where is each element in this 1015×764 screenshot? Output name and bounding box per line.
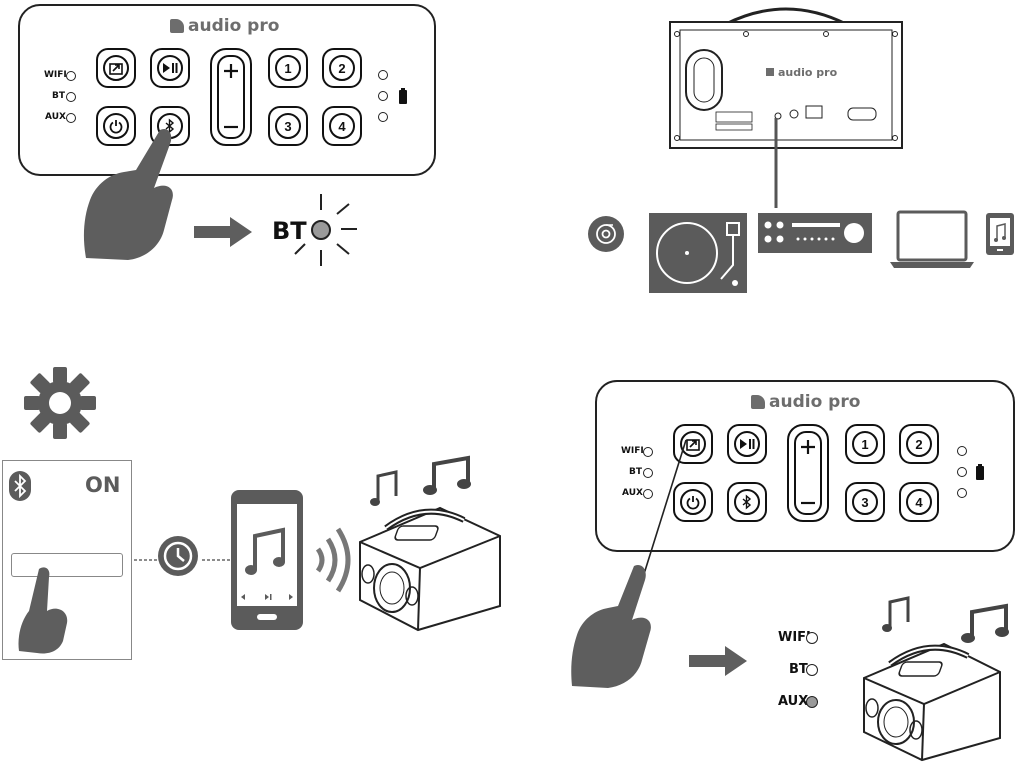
preset-2-button[interactable]: 2 xyxy=(899,424,939,464)
speaker-illustration xyxy=(858,632,1008,760)
battery-icon xyxy=(398,88,408,104)
aux-cable xyxy=(774,118,778,208)
smartphone-music-icon xyxy=(231,490,303,630)
bt-led-blinking-icon xyxy=(283,192,363,272)
laptop-icon xyxy=(888,210,976,270)
plus-icon xyxy=(800,439,816,455)
preset-4-button[interactable]: 4 xyxy=(899,482,939,522)
brand-logo: audio pro xyxy=(170,16,279,36)
brand-logo: audio pro xyxy=(751,392,860,412)
brand-mark-icon xyxy=(751,395,765,409)
wireless-waves-icon xyxy=(310,525,354,595)
play-pause-button[interactable] xyxy=(150,48,190,88)
bluetooth-state-label: ON xyxy=(85,473,120,497)
minus-icon xyxy=(223,125,239,129)
speaker-back-illustration: audio pro xyxy=(666,0,906,160)
play-pause-icon xyxy=(739,438,755,450)
arrow-right-icon xyxy=(689,644,749,678)
bt-led xyxy=(66,92,76,102)
amplifier-icon xyxy=(758,213,872,253)
aux-indicator-led-active xyxy=(806,696,818,708)
bluetooth-icon xyxy=(9,471,31,501)
bt-led-label: BT xyxy=(52,91,65,101)
speaker-illustration xyxy=(354,496,504,632)
status-led-3 xyxy=(957,488,967,498)
brand-name: audio pro xyxy=(769,392,860,412)
share-icon xyxy=(109,61,123,75)
clock-icon xyxy=(156,534,200,578)
preset-3-button[interactable]: 3 xyxy=(845,482,885,522)
chromecast-icon xyxy=(586,214,626,254)
hand-pointer-icon xyxy=(568,562,658,692)
phone-settings-screen: ON xyxy=(2,460,132,660)
status-led-1 xyxy=(378,70,388,80)
volume-control[interactable] xyxy=(787,424,829,522)
volume-control[interactable] xyxy=(210,48,252,146)
preset-4-button[interactable]: 4 xyxy=(322,106,362,146)
preset-1-button[interactable]: 1 xyxy=(268,48,308,88)
wifi-led-label: WIFI xyxy=(44,70,67,80)
aux-led xyxy=(66,113,76,123)
bt-indicator-led xyxy=(806,664,818,676)
status-led-3 xyxy=(378,112,388,122)
bluetooth-button[interactable] xyxy=(727,482,767,522)
status-led-2 xyxy=(957,467,967,477)
play-pause-button[interactable] xyxy=(727,424,767,464)
music-note-icon xyxy=(878,596,918,636)
status-led-2 xyxy=(378,91,388,101)
hand-pointer-icon xyxy=(76,126,196,266)
brand-name: audio pro xyxy=(188,16,279,36)
status-led-1 xyxy=(957,446,967,456)
wifi-led xyxy=(66,71,76,81)
aux-indicator-label: AUX xyxy=(778,694,808,709)
preset-2-button[interactable]: 2 xyxy=(322,48,362,88)
turntable-icon xyxy=(649,213,747,293)
settings-gear-icon xyxy=(22,365,98,441)
tablet-icon xyxy=(985,212,1015,256)
bt-indicator-label: BT xyxy=(789,662,808,677)
preset-1-button[interactable]: 1 xyxy=(845,424,885,464)
music-notes-icon xyxy=(422,456,476,496)
plus-icon xyxy=(223,63,239,79)
svg-text:audio pro: audio pro xyxy=(778,66,838,79)
minus-icon xyxy=(800,501,816,505)
brand-mark-icon xyxy=(170,19,184,33)
preset-3-button[interactable]: 3 xyxy=(268,106,308,146)
pointer-line xyxy=(640,438,690,578)
play-pause-icon xyxy=(162,62,178,74)
hand-pointer-icon xyxy=(17,565,77,655)
dashed-connector-right xyxy=(202,558,232,562)
bluetooth-icon xyxy=(742,495,752,509)
wifi-indicator-led xyxy=(806,632,818,644)
multiroom-button[interactable] xyxy=(96,48,136,88)
battery-icon xyxy=(975,464,985,480)
aux-led-label: AUX xyxy=(45,112,66,122)
arrow-right-icon xyxy=(194,215,254,249)
